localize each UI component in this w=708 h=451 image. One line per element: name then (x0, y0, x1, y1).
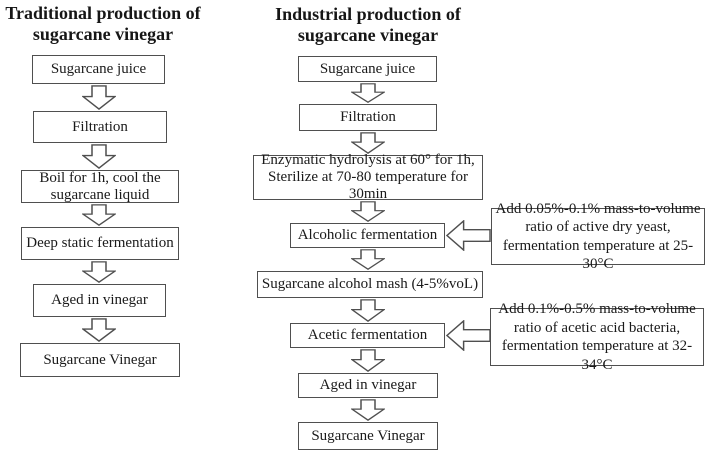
down-arrow-icon (351, 132, 385, 154)
down-arrow-icon (351, 201, 385, 222)
trad-step-filtration: Filtration (33, 111, 167, 143)
down-arrow-icon (82, 144, 116, 169)
left-arrow-icon (446, 320, 491, 351)
down-arrow-icon (351, 249, 385, 270)
ind-step-sugarcane-alcohol-mash: Sugarcane alcohol mash (4-5%voL) (257, 271, 483, 298)
ind-step-filtration: Filtration (299, 104, 437, 131)
trad-step-sugarcane-vinegar: Sugarcane Vinegar (20, 343, 180, 377)
left-arrow-icon (446, 220, 491, 251)
down-arrow-icon (351, 399, 385, 421)
down-arrow-icon (82, 318, 116, 342)
down-arrow-icon (351, 349, 385, 372)
trad-step-aged-in-vinegar: Aged in vinegar (33, 284, 166, 317)
ind-step-sugarcane-juice: Sugarcane juice (298, 56, 437, 82)
ind-step-enzymatic-hydrolysis-sterilize: Enzymatic hydrolysis at 60° for 1h, Ster… (253, 152, 483, 202)
annotation-active-dry-yeast: Add 0.05%-0.1% mass-to-volume ratio of a… (491, 201, 705, 272)
down-arrow-icon (82, 204, 116, 226)
down-arrow-icon (82, 261, 116, 283)
trad-step-deep-static-fermentation: Deep static fermentation (21, 227, 179, 260)
industrial-flow-title: Industrial production of sugarcane vineg… (275, 4, 461, 45)
ind-step-acetic-fermentation: Acetic fermentation (290, 323, 445, 348)
annotation-acetic-acid-bacteria: Add 0.1%-0.5% mass-to-volume ratio of ac… (490, 301, 704, 373)
ind-step-alcoholic-fermentation: Alcoholic fermentation (290, 223, 445, 248)
trad-step-sugarcane-juice: Sugarcane juice (32, 55, 165, 84)
down-arrow-icon (351, 299, 385, 322)
ind-step-aged-in-vinegar: Aged in vinegar (298, 373, 438, 398)
down-arrow-icon (351, 83, 385, 103)
ind-step-sugarcane-vinegar: Sugarcane Vinegar (298, 422, 438, 450)
traditional-flow-title: Traditional production of sugarcane vine… (5, 3, 201, 44)
trad-step-boil-cool: Boil for 1h, cool the sugarcane liquid (21, 170, 179, 203)
down-arrow-icon (82, 85, 116, 110)
